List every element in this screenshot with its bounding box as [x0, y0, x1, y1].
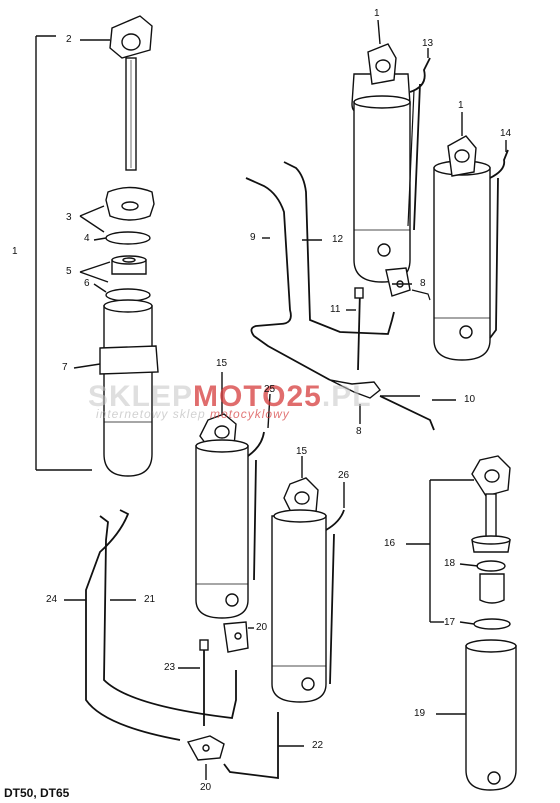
watermark-logo: SKLEPMOTO25.PL — [88, 380, 372, 413]
lower-cylinder-pair — [85, 413, 345, 780]
callout-20-lower: 20 — [200, 782, 212, 793]
callout-6: 6 — [84, 278, 90, 289]
callout-21: 21 — [144, 594, 156, 605]
callout-17: 17 — [444, 617, 456, 628]
callout-11: 11 — [330, 304, 341, 315]
callout-23: 23 — [164, 662, 176, 673]
callout-3: 3 — [66, 212, 72, 223]
callout-18: 18 — [444, 558, 456, 569]
callout-13: 13 — [422, 38, 434, 49]
callout-1-upper-b: 1 — [458, 100, 464, 111]
trim-rod-assembly — [99, 15, 159, 477]
callout-14: 14 — [500, 128, 512, 139]
callout-1-upper-a: 1 — [374, 8, 380, 19]
callout-26: 26 — [338, 470, 350, 481]
right-trim-rod-assembly — [465, 455, 517, 791]
upper-cylinder-pair — [351, 43, 509, 361]
watermark-tagline: internetowy sklep motocyklowy — [96, 407, 290, 421]
callout-12: 12 — [332, 234, 344, 245]
callout-2: 2 — [66, 34, 72, 45]
callout-16: 16 — [384, 538, 396, 549]
model-label: DT50, DT65 — [4, 786, 70, 800]
callout-19: 19 — [414, 708, 426, 719]
callout-1-left: 1 — [12, 246, 18, 257]
callout-5: 5 — [66, 266, 72, 277]
callout-10: 10 — [464, 394, 476, 405]
callout-22: 22 — [312, 740, 324, 751]
callout-24: 24 — [46, 594, 58, 605]
callout-20-upper: 20 — [256, 622, 268, 633]
callout-9: 9 — [250, 232, 256, 243]
callout-7: 7 — [62, 362, 68, 373]
callout-15-right: 15 — [296, 446, 308, 457]
callout-8-upper: 8 — [420, 278, 426, 289]
callout-4: 4 — [84, 233, 90, 244]
callout-25: 25 — [264, 384, 276, 395]
callout-15-left: 15 — [216, 358, 228, 369]
callout-8-lower: 8 — [356, 426, 362, 437]
